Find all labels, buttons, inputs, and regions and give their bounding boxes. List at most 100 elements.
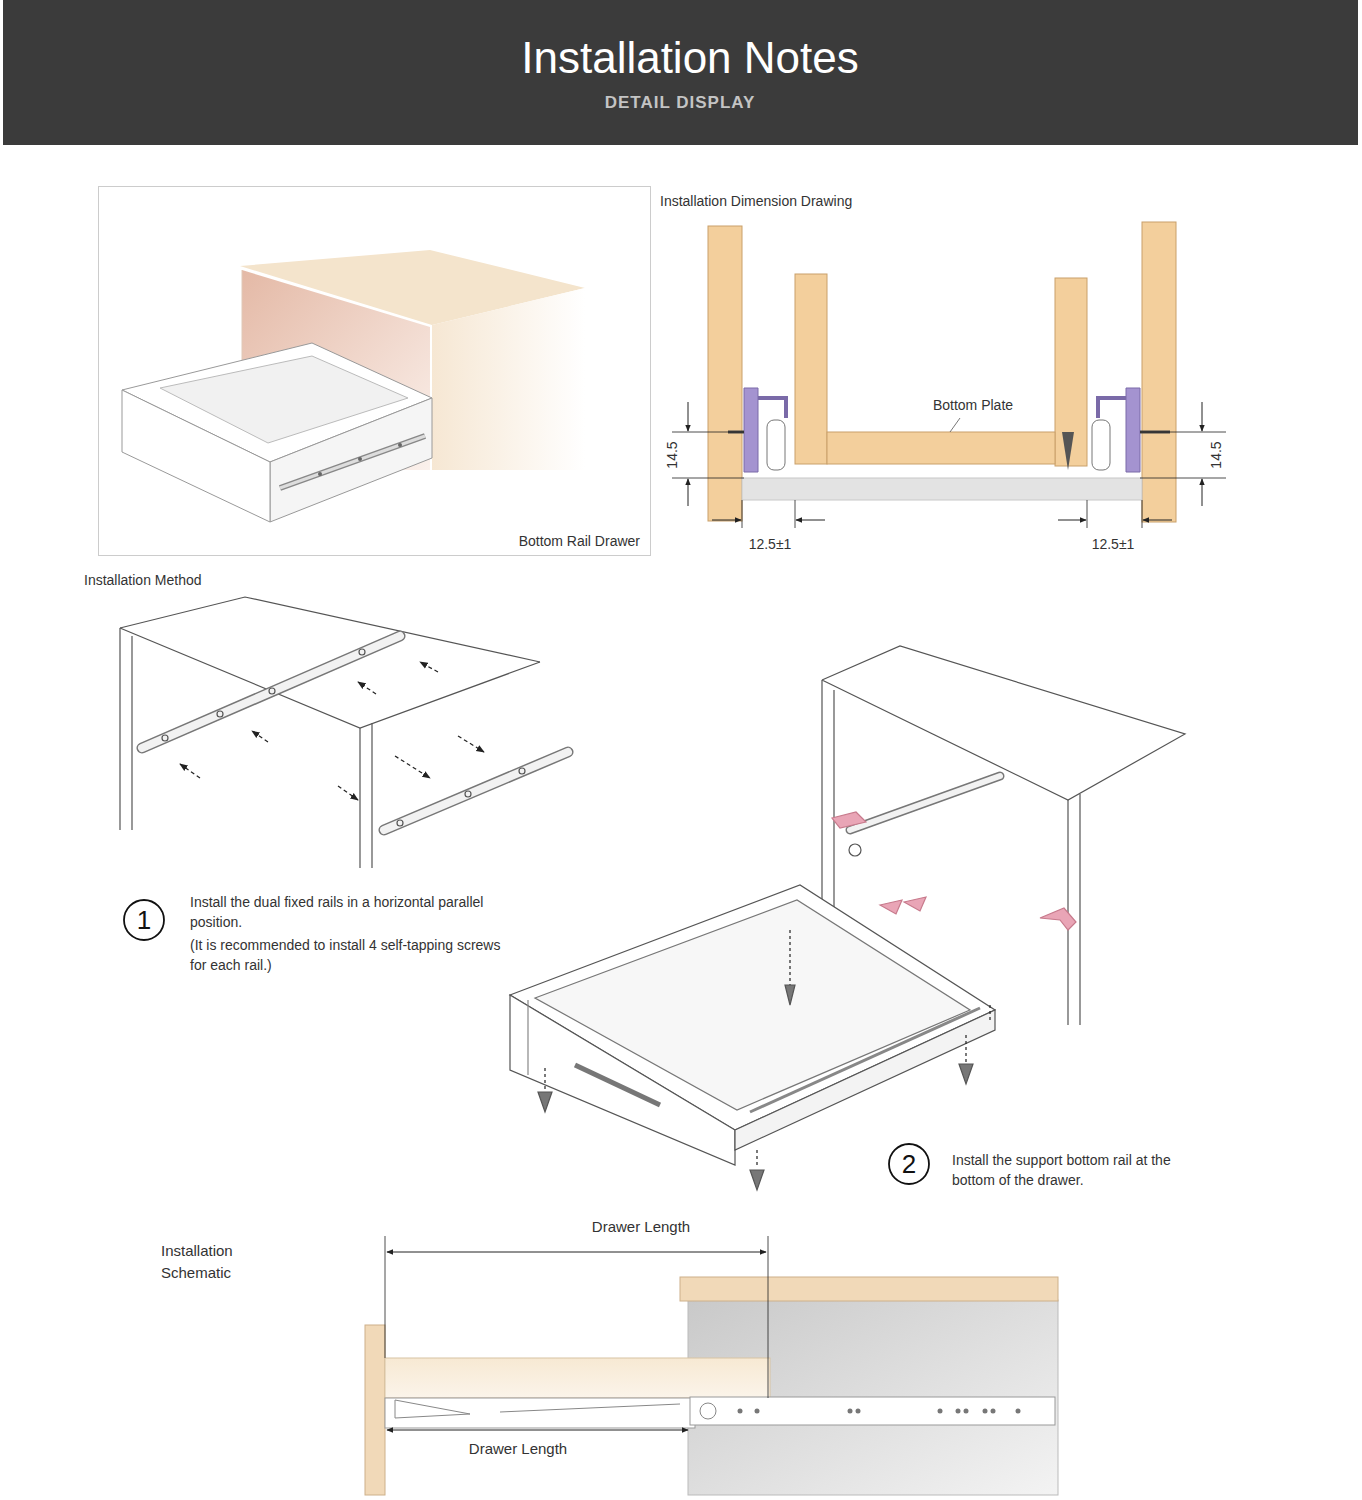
schematic-illustration (365, 1236, 1058, 1495)
schematic-illustration (1016, 1409, 1021, 1414)
dimension-drawing (795, 500, 796, 528)
dimension-drawing (1202, 479, 1203, 506)
drawer-mount-illustration (535, 900, 970, 1110)
dimension-value: 14.5 (1209, 441, 1223, 468)
rail-install-illustration (395, 756, 430, 778)
instruction-note: Install the support bottom rail at the b… (952, 1150, 1202, 1191)
section-heading: Installation Dimension Drawing (660, 191, 852, 211)
section-heading: Installation Method (84, 570, 202, 590)
rail-install-illustration (420, 662, 438, 672)
callout-number: 2 (902, 1151, 916, 1177)
schematic-illustration (385, 1358, 770, 1398)
header-band (3, 0, 1358, 145)
callout-circle (124, 900, 164, 940)
drawer-mount-illustration (959, 1064, 973, 1084)
dimension-drawing (742, 478, 1142, 500)
drawer-mount-illustration (750, 1008, 980, 1112)
callout-circle (889, 1144, 929, 1184)
dimension-label: Drawer Length (588, 1216, 694, 1238)
schematic-illustration (700, 1403, 716, 1419)
dimension-drawing (950, 418, 960, 432)
dimension-drawing (1143, 520, 1172, 521)
dimension-drawing (1140, 478, 1226, 479)
callout-number: 1 (137, 907, 151, 933)
dimension-drawing (672, 478, 744, 479)
drawer-mount-illustration (756, 1150, 757, 1168)
dimension-value: 12.5±1 (749, 534, 792, 554)
drawer-mount-illustration (789, 930, 790, 985)
part-name: Bottom Plate (933, 395, 1013, 415)
dimension-value: 14.5 (665, 441, 679, 468)
dimension-value: 12.5±1 (1092, 534, 1135, 554)
dimension-drawing (796, 520, 825, 521)
drawer-mount-illustration (538, 1092, 552, 1112)
drawer-mount-illustration (750, 1170, 764, 1190)
schematic-illustration (738, 1409, 743, 1414)
rail-install-illustration (359, 649, 365, 655)
schematic-illustration (680, 1277, 1058, 1301)
drawer-mount-illustration (989, 1005, 990, 1020)
cabinet-drawer-illustration (358, 457, 362, 461)
callout-number: 2 (887, 1142, 931, 1186)
dimension-drawing (1098, 398, 1126, 418)
cabinet-drawer-illustration (280, 436, 425, 488)
cabinet-drawer-illustration (432, 288, 585, 470)
drawer-mount-illustration (527, 1000, 528, 1075)
header-band (3, 0, 1358, 145)
dimension-drawing (672, 432, 744, 433)
page-title: Installation Notes (521, 26, 859, 90)
rail-install-illustration (358, 682, 376, 694)
rail-install-illustration (269, 688, 275, 694)
cabinet-drawer-illustration (318, 472, 322, 476)
rail-install-illustration (120, 628, 540, 728)
rail-install-illustration (338, 786, 358, 800)
dimension-drawing (1062, 432, 1074, 470)
dimension-drawing (1142, 222, 1176, 522)
drawer-mount-illustration (1040, 908, 1076, 930)
cabinet-drawer-illustration (122, 390, 270, 522)
drawer-mount-illustration (544, 1068, 545, 1090)
rail-install-illustration (458, 736, 484, 752)
drawer-mount-illustration (965, 1035, 966, 1062)
header-band (230, 102, 580, 104)
drawer-mount-illustration (735, 1010, 995, 1150)
rail-install-illustration (142, 636, 400, 748)
dimension-drawing (1087, 500, 1088, 528)
rail-install-illustration (162, 735, 168, 741)
cabinet-drawer-illustration (270, 398, 432, 522)
dimension-drawing (1092, 420, 1110, 470)
dimension-drawing (1202, 402, 1203, 431)
schematic-illustration (385, 1398, 695, 1428)
rail-install-illustration (120, 597, 568, 868)
schematic-illustration (983, 1409, 988, 1414)
drawer-mount-illustration (880, 897, 926, 914)
rail-install-illustration (252, 731, 268, 742)
cabinet-drawer-illustration (398, 443, 402, 447)
schematic-illustration (755, 1409, 760, 1414)
dimension-drawing (744, 388, 758, 472)
dimension-drawing (712, 520, 741, 521)
schematic-illustration (956, 1409, 961, 1414)
dimension-drawing (1142, 500, 1143, 528)
schematic-illustration (688, 1300, 1058, 1495)
dimension-drawing (795, 274, 827, 464)
rail-install-illustration (384, 752, 568, 830)
rail-install-illustration (397, 820, 403, 826)
drawer-mount-illustration (510, 646, 1185, 1190)
schematic-illustration (387, 1252, 766, 1253)
rail-install-illustration (180, 764, 200, 778)
dimension-drawing (1126, 388, 1140, 472)
schematic-illustration (964, 1409, 969, 1414)
schematic-illustration (938, 1409, 943, 1414)
dimension-drawing (688, 479, 689, 506)
drawer-mount-illustration (850, 776, 1000, 830)
drawer-mount-illustration (849, 844, 861, 856)
drawer-mount-illustration (510, 995, 735, 1165)
rail-install-illustration (465, 791, 471, 797)
dimension-drawing (1140, 432, 1226, 433)
drawer-mount-illustration (575, 1065, 660, 1105)
schematic-illustration (385, 1236, 386, 1358)
instruction-note: Install the dual fixed rails in a horizo… (190, 892, 490, 933)
drawer-mount-illustration (785, 985, 795, 1005)
